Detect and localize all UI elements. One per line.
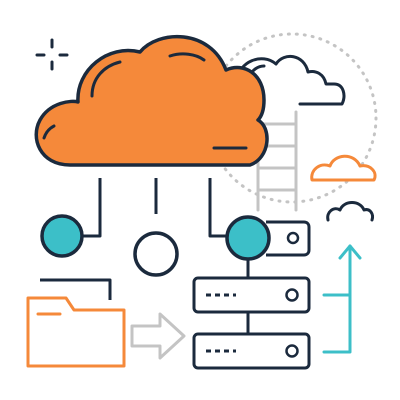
server-icon bbox=[192, 276, 311, 314]
sparkle-icon bbox=[35, 38, 69, 71]
small-orange-cloud-icon bbox=[310, 154, 377, 182]
network-connectors bbox=[82, 178, 226, 238]
network-node-icon bbox=[133, 231, 179, 277]
server-icon bbox=[192, 332, 311, 370]
cloud-icon bbox=[34, 34, 269, 167]
network-node-icon bbox=[225, 215, 271, 261]
small-outline-cloud-icon bbox=[326, 201, 374, 222]
arrow-right-icon bbox=[130, 312, 186, 360]
network-node-icon bbox=[40, 214, 84, 258]
arrow-up-icon bbox=[322, 244, 362, 354]
folder-icon bbox=[26, 278, 126, 368]
server-icon bbox=[266, 220, 311, 257]
background-cloud-icon bbox=[236, 55, 346, 106]
